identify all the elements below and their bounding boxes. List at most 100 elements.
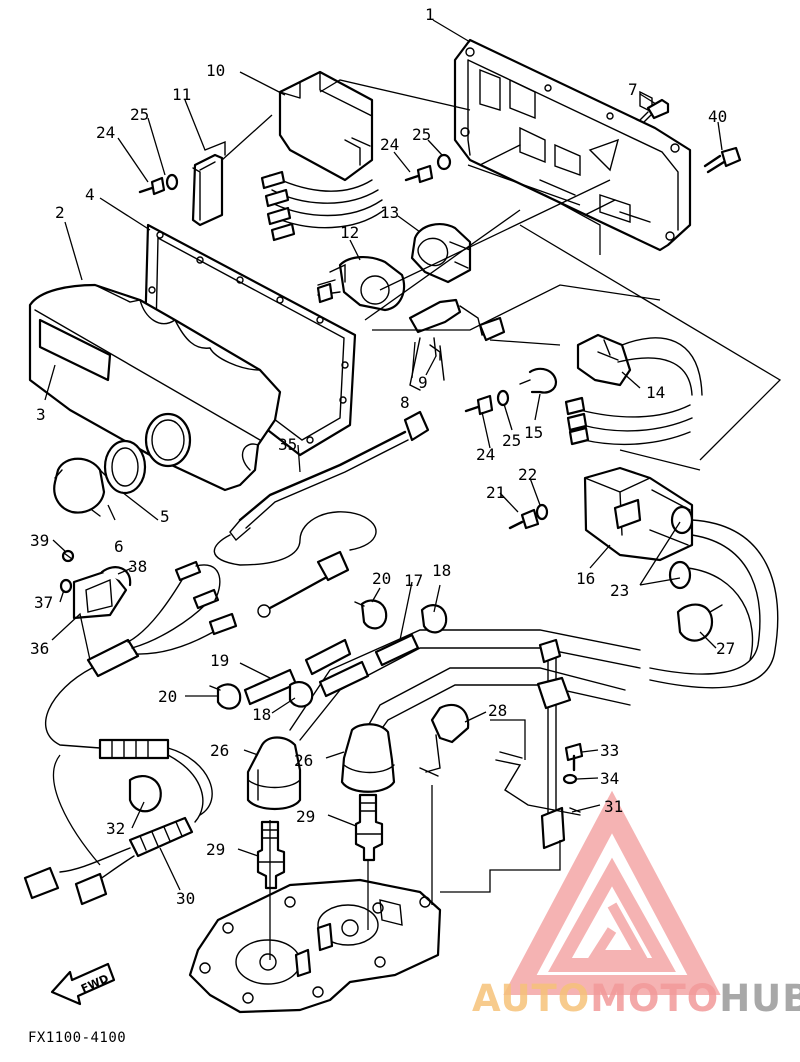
ground-wire [257, 550, 350, 618]
callout-39: 39 [30, 531, 49, 550]
callout-24a: 24 [96, 123, 115, 142]
bolt-part-33 [564, 742, 584, 772]
callout-24b: 24 [380, 135, 399, 154]
callout-15: 15 [524, 423, 543, 442]
diagram-code: FX1100-4100 [28, 1030, 126, 1046]
watermark-part-moto: MOTO [590, 977, 719, 1020]
washer-25-right [496, 389, 510, 407]
washer-part-34 [562, 773, 578, 785]
washer-25-mid [436, 153, 452, 171]
callout-8: 8 [400, 393, 410, 412]
callout-23: 23 [610, 581, 629, 600]
callout-27: 27 [716, 639, 735, 658]
callout-18b: 18 [252, 705, 271, 724]
ignition-coil-part-16 [583, 466, 694, 562]
callout-9: 9 [418, 373, 428, 392]
wire-part-35 [213, 410, 430, 566]
callout-32: 32 [106, 819, 125, 838]
callout-40: 40 [708, 107, 727, 126]
callout-leaders [44, 19, 723, 891]
harness-part-30 [23, 667, 213, 906]
callout-35: 35 [278, 435, 297, 454]
bolt-24-left [138, 176, 166, 196]
callout-2: 2 [55, 203, 65, 222]
callout-29b: 29 [296, 807, 315, 826]
spark-plug-part-29-right [354, 793, 384, 862]
reference-lines [52, 79, 782, 960]
bolt-7 [639, 98, 670, 123]
svg-text:AUTOMOTOHUB: AUTOMOTOHUB [472, 977, 800, 1020]
bracket-part-28 [419, 703, 470, 777]
callout-5: 5 [160, 507, 170, 526]
bolt-24-right [464, 394, 494, 416]
callout-20a: 20 [372, 569, 391, 588]
callout-37: 37 [34, 593, 53, 612]
relay-part-12 [316, 256, 406, 312]
callout-4: 4 [85, 185, 95, 204]
washer-25-left [165, 173, 179, 191]
bolt-24-mid [404, 164, 434, 184]
cap-part-6 [53, 457, 107, 517]
watermark-logo [503, 790, 721, 995]
cover-part-2 [28, 283, 282, 492]
callout-12: 12 [340, 223, 359, 242]
callout-26b: 26 [294, 751, 313, 770]
callout-21: 21 [486, 483, 505, 502]
spark-plug-part-29-left [256, 820, 286, 890]
callout-36: 36 [30, 639, 49, 658]
callout-31: 31 [604, 797, 623, 816]
bolt-21 [508, 508, 540, 530]
callout-34: 34 [600, 769, 619, 788]
callout-3: 3 [36, 405, 46, 424]
pickup-coil-part-14 [564, 333, 703, 446]
clamp-part-27 [676, 603, 723, 642]
callout-22: 22 [518, 465, 537, 484]
washer-part-37 [59, 578, 73, 594]
callout-25c: 25 [502, 431, 521, 450]
bracket-part-8 [409, 337, 445, 391]
watermark-text: AUTOMOTOHUB [472, 977, 800, 1020]
callout-29a: 29 [206, 840, 225, 859]
clip-part-32 [128, 774, 162, 813]
callout-24c: 24 [476, 445, 495, 464]
callout-6: 6 [114, 537, 124, 556]
callout-18a: 18 [432, 561, 451, 580]
callout-26a: 26 [210, 741, 229, 760]
tube-part-17 [304, 633, 420, 676]
cdi-unit-part-10 [260, 70, 385, 242]
callout-30: 30 [176, 889, 195, 908]
screw-part-39 [61, 549, 75, 563]
bracket-part-31 [495, 638, 581, 850]
callout-19: 19 [210, 651, 229, 670]
callout-13: 13 [380, 203, 399, 222]
fwd-arrow-icon: FWD [50, 962, 116, 1006]
hi-tension-cables [289, 519, 779, 746]
callout-14: 14 [646, 383, 665, 402]
callout-38: 38 [128, 557, 147, 576]
plug-cap-part-26-left [246, 736, 302, 810]
rectifier-part-13 [410, 223, 472, 284]
clip-part-18 [288, 604, 448, 708]
callout-7: 7 [628, 80, 638, 99]
watermark-part-hub: HUB [719, 977, 800, 1020]
harness-part-36 [72, 560, 238, 678]
bracket-part-11 [191, 140, 226, 227]
clamp-part-15 [519, 367, 558, 394]
sensor-part-9 [408, 298, 506, 361]
callout-25a: 25 [130, 105, 149, 124]
callout-25b: 25 [412, 125, 431, 144]
cylinder-head [188, 878, 442, 1014]
o-ring-part-5 [103, 439, 147, 495]
watermark-part-auto: AUTO [472, 977, 590, 1020]
callout-10: 10 [206, 61, 225, 80]
callout-33: 33 [600, 741, 619, 760]
callout-11: 11 [172, 85, 191, 104]
tube-part-19 [243, 660, 370, 706]
callout-1: 1 [425, 5, 435, 24]
callout-16: 16 [576, 569, 595, 588]
washer-22 [535, 503, 549, 521]
bolt-40 [703, 146, 742, 174]
callout-numbers: 1 2 3 4 5 6 7 8 9 10 11 12 13 14 15 16 1… [30, 5, 735, 908]
callout-17: 17 [404, 571, 423, 590]
